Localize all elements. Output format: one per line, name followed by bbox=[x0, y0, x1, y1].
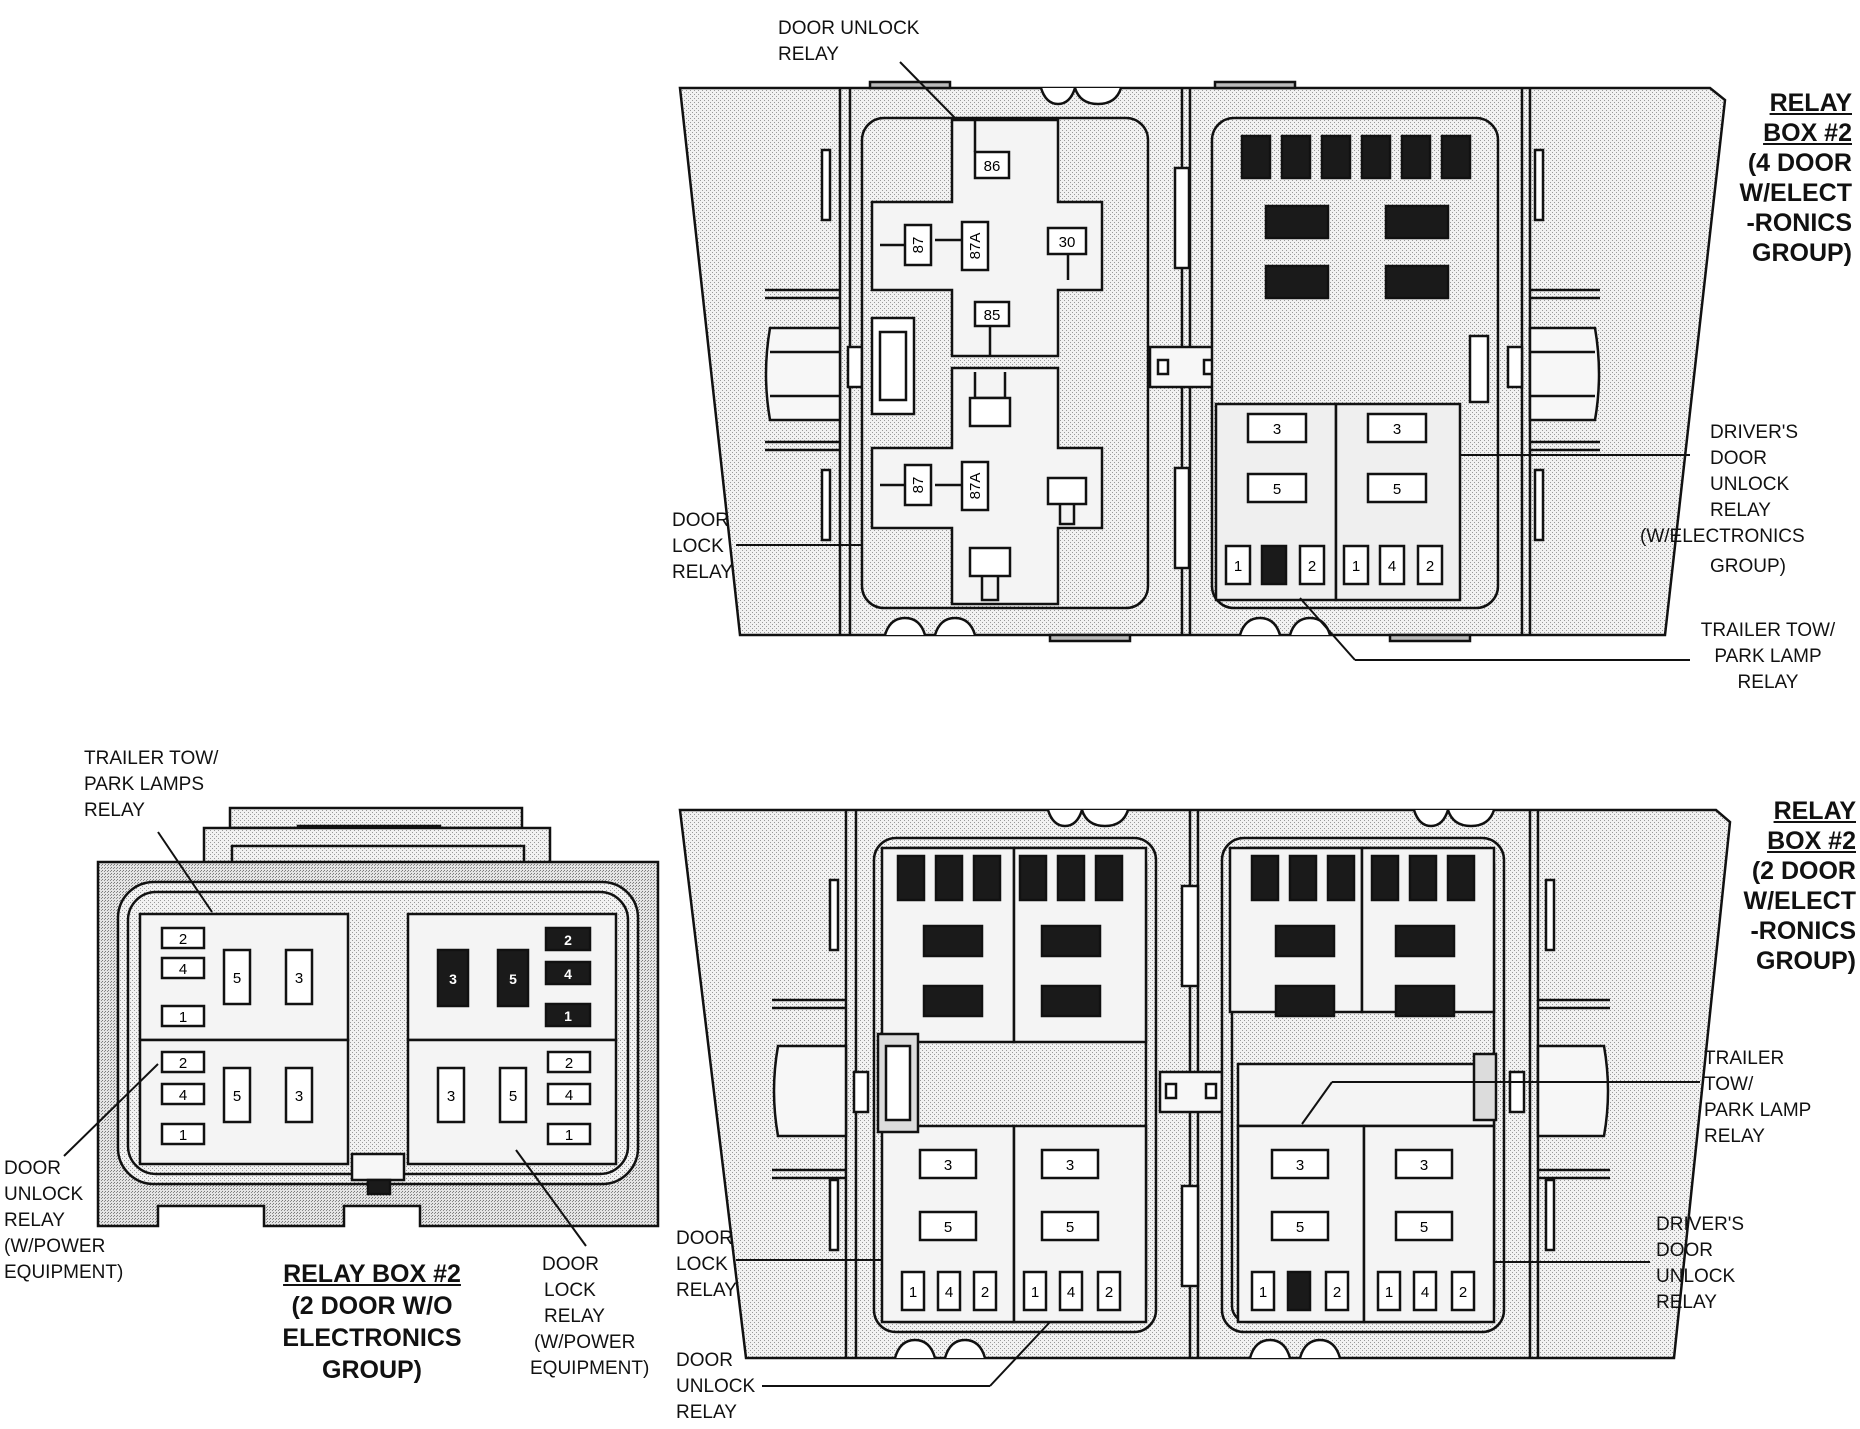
pin-label: 2 bbox=[1459, 1284, 1467, 1301]
pin-label: 1 bbox=[1385, 1284, 1393, 1301]
bottom-leader-lines bbox=[736, 1081, 1700, 1387]
pin-label: 87 bbox=[910, 477, 927, 494]
pin-label: 5 bbox=[1066, 1219, 1074, 1236]
pin-label: 4 bbox=[179, 1087, 187, 1104]
pin-label: 5 bbox=[1273, 481, 1281, 498]
pin-label: 3 bbox=[1273, 421, 1281, 438]
pin-label: 1 bbox=[1234, 558, 1242, 575]
pin-label: 4 bbox=[1388, 558, 1396, 575]
pin-label: 5 bbox=[944, 1219, 952, 1236]
pin-label: 4 bbox=[564, 966, 572, 982]
pin-label: 3 bbox=[1066, 1157, 1074, 1174]
pin-label: 5 bbox=[1420, 1219, 1428, 1236]
top-relay-box bbox=[678, 80, 1727, 643]
callout-top-door-lock-relay: DOOR LOCK RELAY bbox=[672, 510, 733, 583]
pin-label: 5 bbox=[509, 971, 517, 987]
callout-top-trailer-tow-relay: TRAILER TOW/ PARK LAMP RELAY bbox=[1700, 620, 1836, 693]
pin-label: 4 bbox=[565, 1087, 573, 1104]
pin-label: 1 bbox=[565, 1127, 573, 1144]
callout-top-door-unlock-relay: DOOR UNLOCK RELAY bbox=[778, 18, 920, 65]
pin-label: 2 bbox=[1308, 558, 1316, 575]
pin-label: 1 bbox=[1031, 1284, 1039, 1301]
callout-bottom-door-unlock-relay: DOOR UNLOCK RELAY bbox=[676, 1350, 756, 1423]
pin-label: 5 bbox=[233, 970, 241, 987]
pin-label: 86 bbox=[984, 158, 1001, 175]
pin-label: 1 bbox=[1352, 558, 1360, 575]
callout-small-door-lock-relay: DOOR LOCK RELAY (W/POWER EQUIPMENT) bbox=[530, 1254, 650, 1379]
pin-label: 5 bbox=[1296, 1219, 1304, 1236]
pin-label: 2 bbox=[564, 932, 572, 948]
pin-label: 3 bbox=[449, 971, 457, 987]
callout-top-drivers-door-unlock-relay: DRIVER'S DOOR UNLOCK RELAY (W/ELECTRONIC… bbox=[1640, 422, 1805, 577]
pin-label: 2 bbox=[565, 1055, 573, 1072]
pin-label: 3 bbox=[295, 1088, 303, 1105]
pin-label: 5 bbox=[509, 1088, 517, 1105]
pin-label: 4 bbox=[1421, 1284, 1429, 1301]
top-leader-lines bbox=[736, 61, 1690, 661]
pin-label: 3 bbox=[447, 1088, 455, 1105]
pin-label: 1 bbox=[1259, 1284, 1267, 1301]
pin-label: 2 bbox=[1426, 558, 1434, 575]
pin-label: 4 bbox=[179, 961, 187, 978]
pin-label: 87 bbox=[910, 237, 927, 254]
pin-label: 5 bbox=[233, 1088, 241, 1105]
pin-label: 4 bbox=[945, 1284, 953, 1301]
callout-small-trailer-tow-relay: TRAILER TOW/ PARK LAMPS RELAY bbox=[84, 748, 219, 821]
pin-label: 3 bbox=[1420, 1157, 1428, 1174]
pin-label: 2 bbox=[1105, 1284, 1113, 1301]
title-top-relay-box: RELAY BOX #2 (4 DOOR W/ELECT -RONICS GRO… bbox=[1739, 89, 1853, 267]
pin-label: 1 bbox=[179, 1127, 187, 1144]
callout-bottom-drivers-door-unlock-relay: DRIVER'S DOOR UNLOCK RELAY bbox=[1656, 1214, 1745, 1313]
pin-label: 1 bbox=[564, 1008, 572, 1024]
bottom-relay-box bbox=[678, 808, 1732, 1360]
pin-label: 2 bbox=[1333, 1284, 1341, 1301]
small-box-pin-labels: 2 4 1 5 3 2 4 1 5 3 3 5 2 4 1 3 5 2 4 1 bbox=[179, 931, 573, 1144]
pin-label: 2 bbox=[179, 931, 187, 948]
callout-bottom-trailer-tow-relay: TRAILER TOW/ PARK LAMP RELAY bbox=[1704, 1048, 1812, 1147]
pin-label: 5 bbox=[1393, 481, 1401, 498]
pin-label: 87A bbox=[967, 233, 984, 260]
pin-label: 1 bbox=[909, 1284, 917, 1301]
title-bottom-right-relay-box: RELAY BOX #2 (2 DOOR W/ELECT -RONICS GRO… bbox=[1743, 797, 1857, 975]
pin-label: 3 bbox=[1296, 1157, 1304, 1174]
small-relay-box bbox=[96, 806, 660, 1228]
pin-label: 30 bbox=[1059, 234, 1076, 251]
pin-label: 3 bbox=[944, 1157, 952, 1174]
pin-label: 85 bbox=[984, 307, 1001, 324]
pin-label: 3 bbox=[295, 970, 303, 987]
pin-label: 1 bbox=[179, 1009, 187, 1026]
top-box-pin-labels: 86 87 87A 30 85 87 87A 3 5 3 5 1 2 1 4 2 bbox=[910, 158, 1434, 575]
pin-label: 87A bbox=[967, 473, 984, 500]
callout-bottom-door-lock-relay: DOOR LOCK RELAY bbox=[676, 1228, 737, 1301]
pin-label: 4 bbox=[1067, 1284, 1075, 1301]
pin-label: 2 bbox=[179, 1055, 187, 1072]
bottom-box-pin-labels: 3 5 3 5 1 4 2 1 4 2 3 5 3 5 1 2 1 4 2 bbox=[909, 1157, 1467, 1301]
pin-label: 3 bbox=[1393, 421, 1401, 438]
title-bottom-left-relay-box: RELAY BOX #2 (2 DOOR W/O ELECTRONICS GRO… bbox=[282, 1260, 462, 1384]
small-leader-lines bbox=[63, 831, 587, 1247]
callout-small-door-unlock-relay: DOOR UNLOCK RELAY (W/POWER EQUIPMENT) bbox=[4, 1158, 124, 1283]
pin-label: 2 bbox=[981, 1284, 989, 1301]
